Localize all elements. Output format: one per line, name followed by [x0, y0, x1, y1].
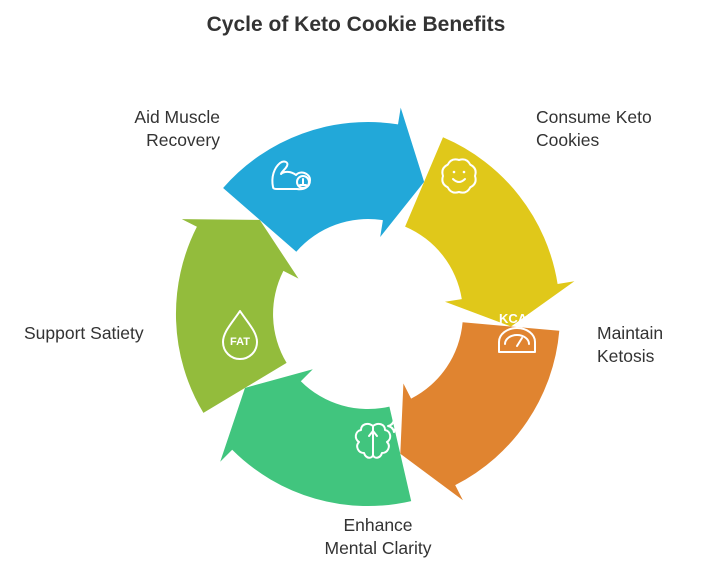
fat-drop-icon: FAT	[222, 310, 258, 360]
step-label-maintain-ketosis: Maintain Ketosis	[597, 322, 663, 368]
step-label-line: Support Satiety	[24, 323, 144, 343]
segment-maintain-ketosis	[400, 322, 560, 501]
page-title: Cycle of Keto Cookie Benefits	[206, 13, 506, 36]
step-label-consume-keto-cookies: Consume Keto Cookies	[536, 106, 652, 152]
fat-text: FAT	[230, 336, 250, 348]
step-label-line: Consume Keto	[536, 107, 652, 127]
step-label-aid-muscle-recovery: Aid Muscle Recovery	[60, 106, 220, 152]
flexed-arm-icon	[271, 160, 311, 191]
step-label-line: Enhance	[343, 515, 413, 535]
step-label-line: Aid Muscle	[134, 107, 220, 127]
step-label-enhance-mental-clarity: Enhance Mental Clarity	[300, 514, 456, 560]
step-label-line: Maintain	[597, 323, 664, 343]
step-label-support-satiety: Support Satiety	[24, 322, 144, 345]
step-label-line: Recovery	[146, 130, 220, 150]
cycle-segments	[175, 107, 575, 507]
brain-sparkle-icon	[354, 419, 401, 459]
smiley-cookie-icon	[441, 158, 477, 194]
cycle-icons: KCAL FAT	[222, 158, 536, 459]
segment-aid-muscle-recovery	[223, 107, 425, 252]
kcal-text: KCAL	[499, 311, 535, 326]
segment-enhance-mental-clarity	[220, 369, 412, 507]
step-label-line: Cookies	[536, 130, 600, 150]
kcal-scale-icon: KCAL	[498, 311, 536, 353]
step-label-line: Ketosis	[597, 346, 655, 366]
segment-consume-keto-cookies	[405, 137, 575, 327]
step-label-line: Mental Clarity	[324, 538, 432, 558]
